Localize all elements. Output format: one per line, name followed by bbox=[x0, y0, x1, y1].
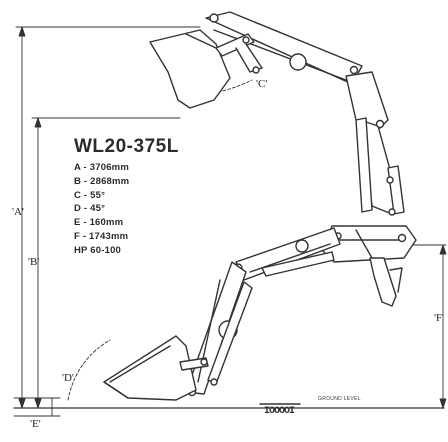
spec-d: D - 45° bbox=[74, 203, 106, 215]
dim-label-d: 'D' bbox=[62, 372, 74, 384]
dim-label-b: 'B' bbox=[28, 256, 40, 268]
spec-c: C - 55° bbox=[74, 189, 106, 201]
spec-block: WL20-375L A - 3706mm B - 2868mm C - 55° … bbox=[74, 136, 179, 258]
dimension-lines bbox=[13, 26, 447, 417]
spec-a: A - 3706mm bbox=[74, 162, 129, 173]
mounting-frame bbox=[321, 208, 417, 307]
lowered-loader bbox=[103, 227, 341, 401]
spec-b: B - 2868mm bbox=[74, 175, 130, 187]
spec-hp: HP 60-100 bbox=[74, 244, 122, 256]
spec-e: E - 160mm bbox=[74, 217, 124, 229]
raised-loader bbox=[149, 11, 405, 215]
model-title: WL20-375L bbox=[74, 136, 179, 157]
tread-mark: IOOOOI bbox=[264, 406, 295, 417]
ground-level-label: GROUND LEVEL bbox=[318, 396, 361, 402]
dim-label-a: 'A' bbox=[12, 206, 24, 218]
dim-label-f: 'F' bbox=[434, 312, 445, 324]
spec-f: F - 1743mm bbox=[74, 230, 129, 242]
dim-label-e: 'E' bbox=[30, 418, 41, 430]
dim-label-c: 'C' bbox=[256, 78, 268, 90]
